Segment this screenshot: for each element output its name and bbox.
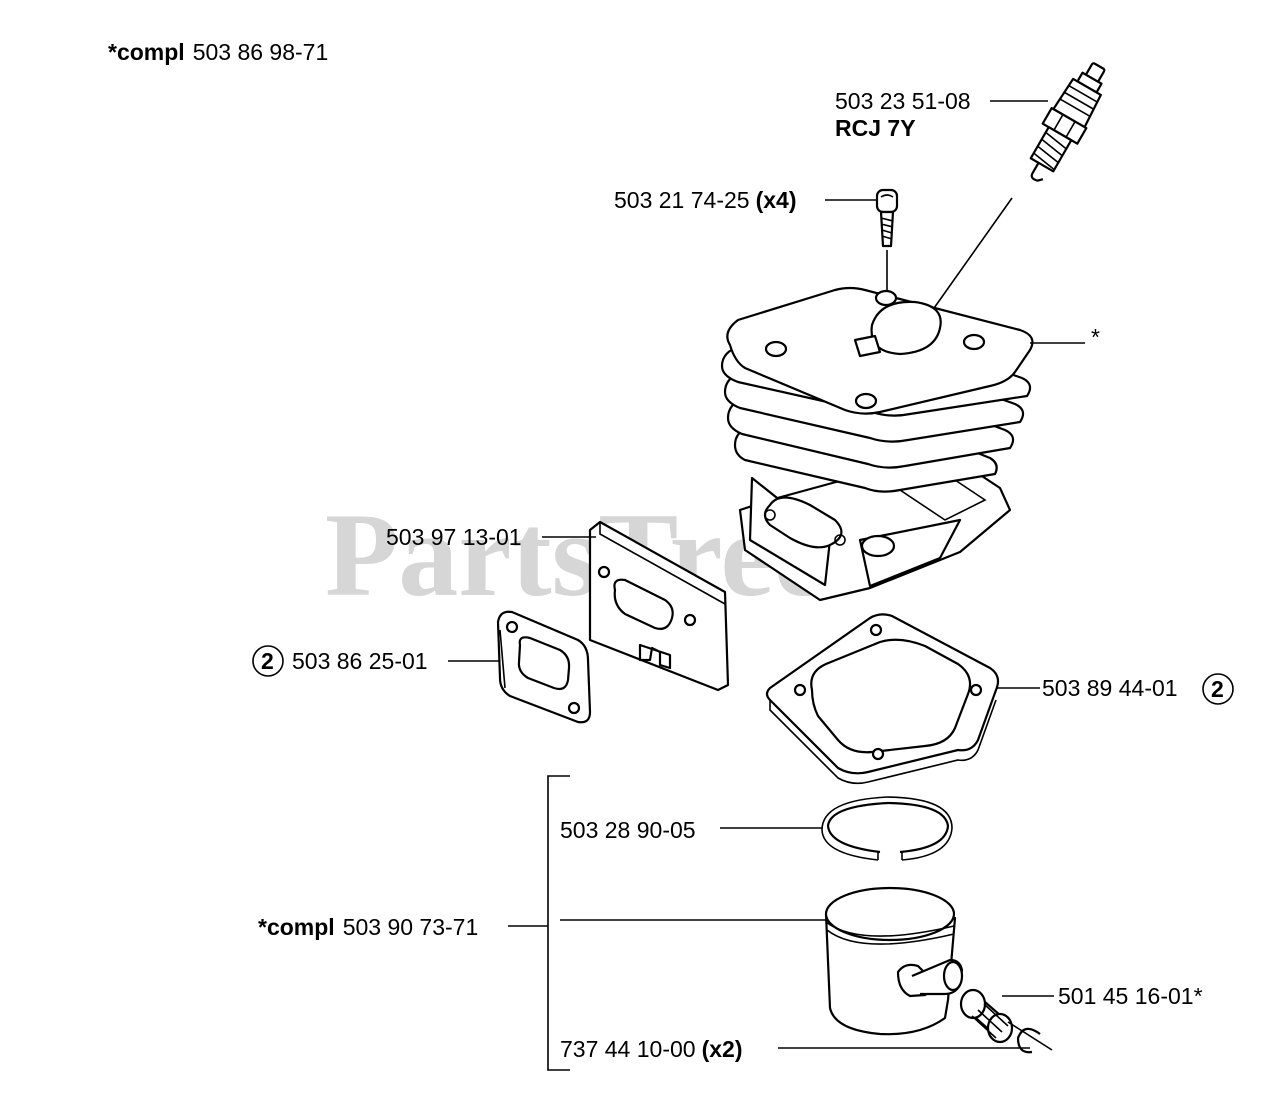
compl-assembly-label[interactable]: *compl 503 86 98-71 [108,39,328,65]
screw-qty: (x4) [756,187,797,213]
compl-prefix: *compl [108,39,185,65]
circlip-part[interactable] [1007,1021,1053,1054]
screw-label[interactable]: 503 21 74-25(x4) [614,187,796,213]
circlip-qty: (x2) [702,1036,743,1062]
piston-ring-number[interactable]: 503 28 90-05 [560,817,696,843]
bearing-number[interactable]: 501 45 16-01* [1058,983,1203,1009]
cylinder-marker[interactable]: * [1091,324,1100,350]
cylinder-screw-part[interactable] [875,188,899,248]
muffler-gasket-part[interactable] [496,610,592,724]
circlip-label[interactable]: 737 44 10-00(x2) [560,1036,742,1062]
needle-bearing-part[interactable] [959,988,1014,1044]
cylinder-gasket-part[interactable] [765,613,1000,785]
piston-compl-number: 503 90 73-71 [343,914,479,940]
screw-number: 503 21 74-25 [614,187,750,213]
muffler-gasket-ref[interactable]: 2 [261,648,274,674]
piston-compl-prefix: *compl [258,914,335,940]
plate-number[interactable]: 503 97 13-01 [386,524,522,550]
heat-shield-plate-part[interactable] [588,520,730,692]
spark-plug-type: RCJ 7Y [835,115,916,141]
circlip-number: 737 44 10-00 [560,1036,696,1062]
cylinder-gasket-ref[interactable]: 2 [1211,676,1224,702]
spark-plug-number[interactable]: 503 23 51-08 [835,88,971,114]
piston-ring-part[interactable] [821,796,953,861]
cylinder-gasket-number[interactable]: 503 89 44-01 [1042,675,1178,701]
piston-part[interactable] [824,886,964,1036]
cylinder-part[interactable] [720,286,1034,602]
muffler-gasket-ref-circle [252,645,284,677]
piston-compl-label[interactable]: *compl 503 90 73-71 [258,914,478,940]
muffler-gasket-number[interactable]: 503 86 25-01 [292,648,428,674]
cylinder-gasket-ref-circle [1202,673,1234,705]
compl-number: 503 86 98-71 [193,39,329,65]
spark-plug-part[interactable] [1016,56,1116,189]
